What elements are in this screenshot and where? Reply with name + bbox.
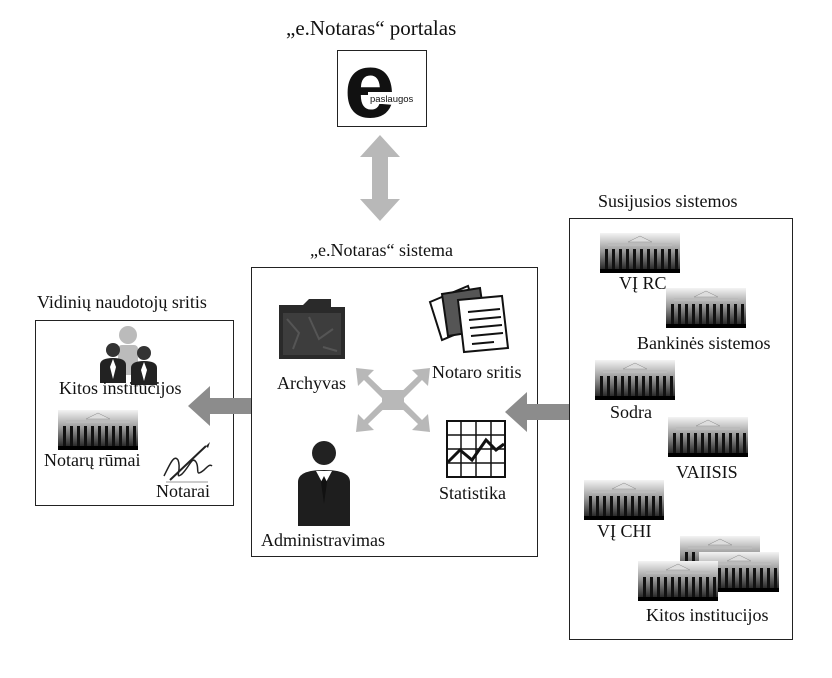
svg-text:e: e	[344, 35, 395, 137]
related-title: Susijusios sistemos	[598, 191, 738, 211]
portal-logo[interactable]: e paslaugos	[337, 35, 427, 137]
notary-area-label: Notaro sritis	[432, 362, 522, 382]
building-icon	[595, 360, 675, 400]
related-item-banks: Bankinės sistemos	[637, 333, 771, 353]
folder-icon[interactable]	[279, 299, 347, 361]
related-item-other: Kitos institucijos	[646, 605, 769, 625]
admin-label: Administravimas	[261, 530, 385, 550]
building-icon	[600, 233, 680, 273]
internal-system-arrow	[188, 386, 284, 426]
archive-label: Archyvas	[277, 373, 346, 393]
internal-notaries-label: Notarai	[156, 481, 210, 501]
stats-label: Statistika	[439, 483, 506, 503]
chart-icon[interactable]	[446, 420, 506, 478]
admin-person-icon[interactable]	[298, 440, 350, 526]
cross-arrows-icon	[356, 368, 430, 432]
users-group-icon	[100, 326, 157, 385]
portal-system-arrow	[360, 135, 400, 221]
building-icon	[638, 561, 718, 601]
building-icon	[666, 288, 746, 328]
building-icon	[668, 417, 748, 457]
signature-icon	[163, 442, 213, 483]
internal-title: Vidinių naudotojų sritis	[37, 292, 207, 312]
system-related-arrow	[505, 392, 597, 432]
internal-chamber-label: Notarų rūmai	[44, 450, 141, 470]
svg-text:paslaugos: paslaugos	[370, 94, 414, 105]
related-item-vaiisis: VAIISIS	[676, 462, 738, 482]
related-item-sodra: Sodra	[610, 402, 652, 422]
building-icon	[584, 480, 664, 520]
documents-icon[interactable]	[428, 284, 512, 354]
related-item-chi: VĮ CHI	[597, 521, 652, 541]
system-title: „e.Notaras“ sistema	[310, 240, 453, 260]
e-logo-icon: e paslaugos	[344, 35, 424, 137]
internal-other-label: Kitos institucijos	[59, 378, 182, 398]
portal-title: „e.Notaras“ portalas	[286, 16, 457, 40]
building-icon	[58, 410, 138, 450]
related-item-rc: VĮ RC	[619, 273, 667, 293]
